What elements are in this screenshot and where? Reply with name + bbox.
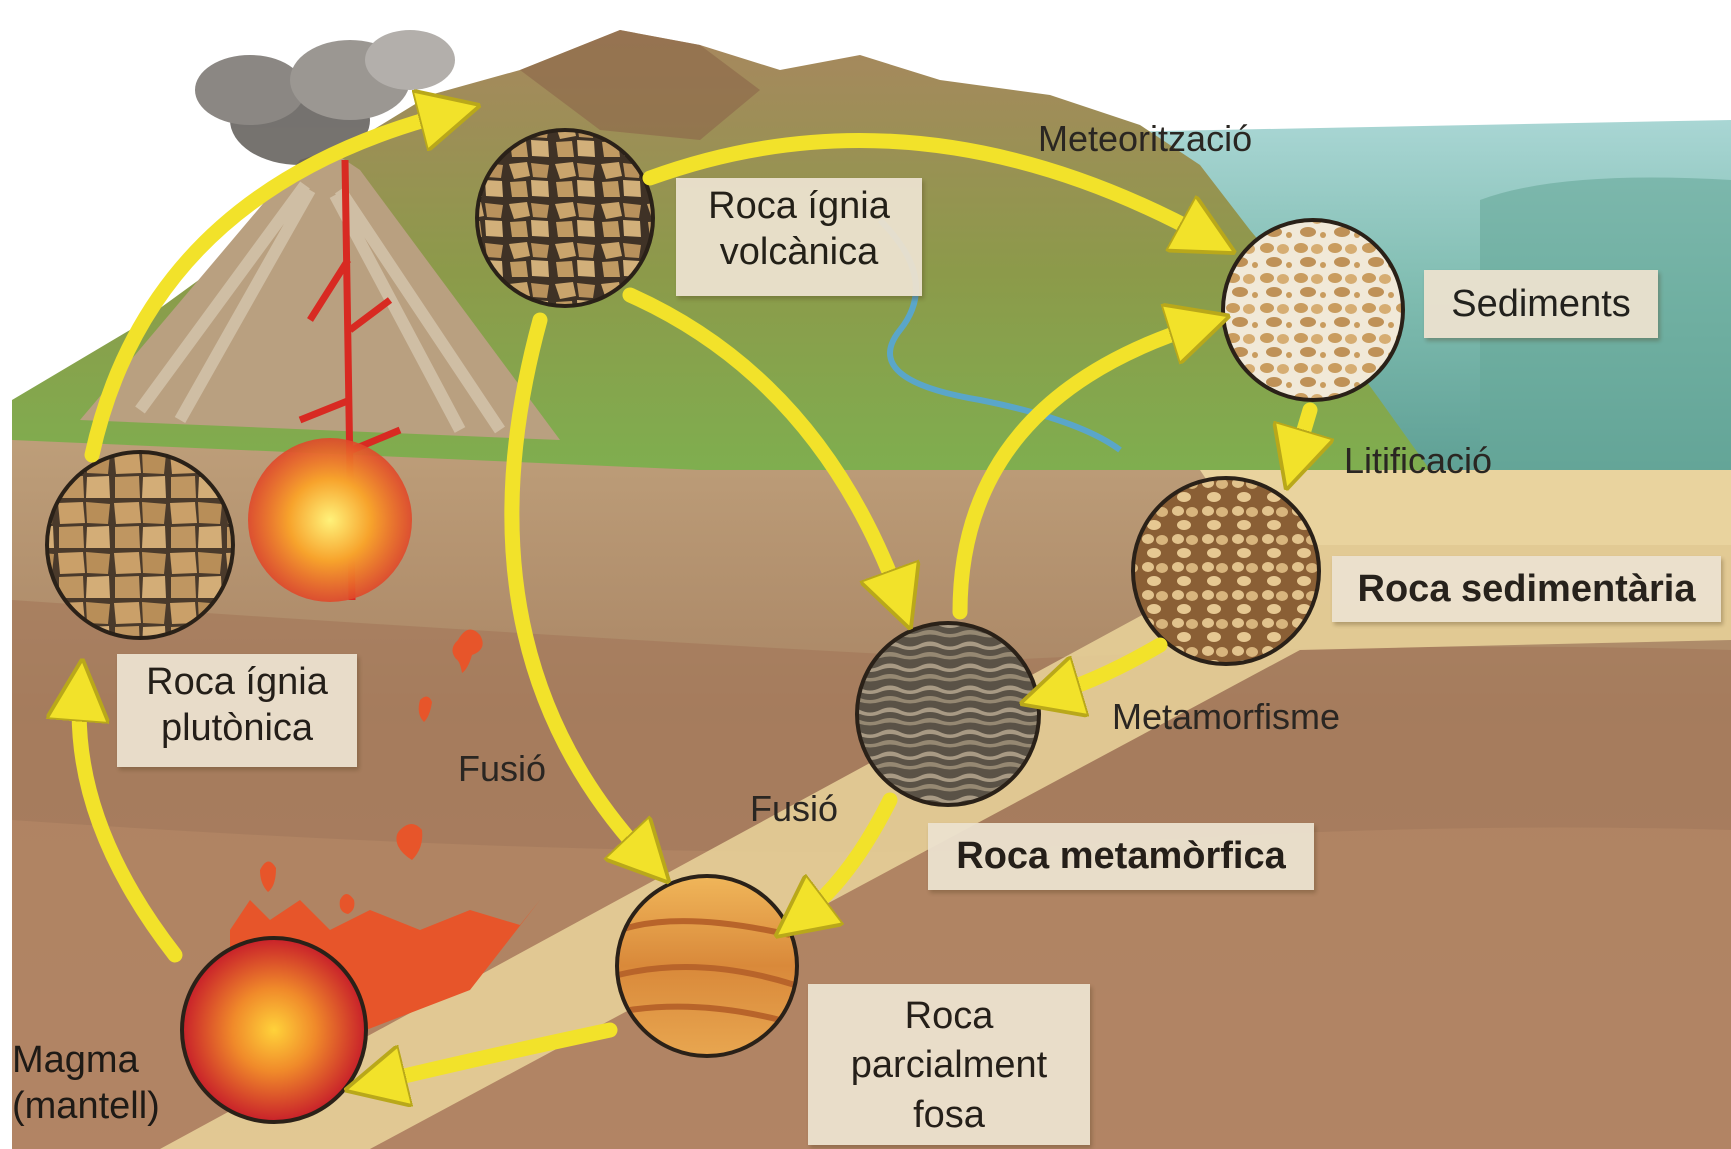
label-metamorphic-text: Roca metamòrfica [956, 835, 1285, 877]
label-plutonic-line2: plutònica [117, 706, 357, 752]
label-plutonic-igneous-rock: Roca ígnia plutònica [117, 654, 357, 767]
process-lithification: Litificació [1344, 440, 1492, 482]
rock-circle-sedimentary [1133, 478, 1319, 664]
rock-circle-partial-melt [617, 876, 797, 1056]
rock-circle-volcanic [477, 130, 653, 306]
rock-circle-plutonic [47, 452, 233, 638]
process-melting-left: Fusió [458, 748, 546, 790]
label-sediments-text: Sediments [1451, 283, 1631, 325]
process-weathering: Meteorització [1038, 118, 1252, 160]
process-metamorphism: Metamorfisme [1112, 696, 1340, 738]
label-plutonic-line1: Roca ígnia [117, 660, 357, 706]
label-sedimentary-text: Roca sedimentària [1358, 568, 1696, 610]
label-volcanic-line2: volcànica [676, 230, 922, 276]
label-magma-line2: (mantell) [12, 1084, 160, 1130]
label-partial-line2: parcialment [808, 1041, 1090, 1090]
rock-circle-metamorphic [857, 623, 1039, 805]
label-sediments: Sediments [1424, 270, 1658, 338]
label-partially-melted-rock: Roca parcialment fosa [808, 984, 1090, 1145]
label-volcanic-igneous-rock: Roca ígnia volcànica [676, 178, 922, 296]
label-volcanic-line1: Roca ígnia [676, 184, 922, 230]
label-magma-line1: Magma [12, 1038, 160, 1084]
label-partial-line1: Roca [808, 992, 1090, 1041]
label-magma-mantle: Magma (mantell) [12, 1038, 160, 1129]
rock-circle-sediments [1223, 220, 1403, 400]
magma-chamber [248, 438, 412, 602]
process-melting-right: Fusió [750, 788, 838, 830]
label-sedimentary-rock: Roca sedimentària [1332, 556, 1721, 622]
label-partial-line3: fosa [808, 1091, 1090, 1140]
label-metamorphic-rock: Roca metamòrfica [928, 823, 1314, 890]
rock-circle-magma [182, 938, 366, 1122]
